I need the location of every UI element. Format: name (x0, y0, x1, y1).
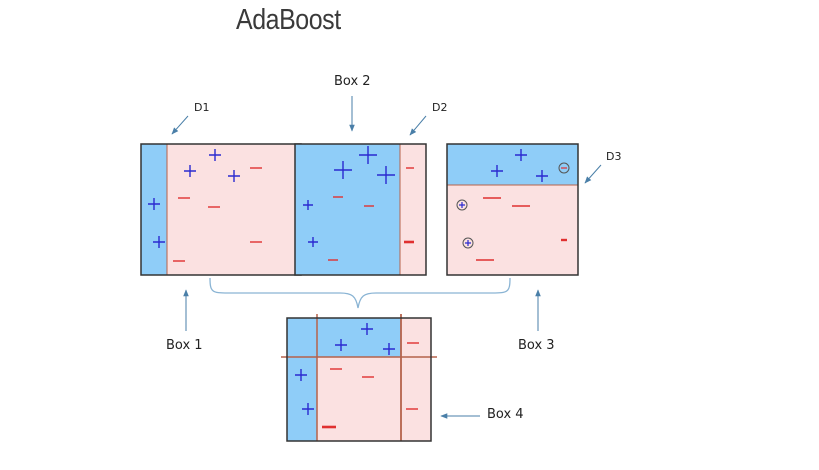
circled-plus-icon (456, 199, 468, 211)
circled-plus-icon (462, 237, 474, 249)
page-title: AdaBoost (236, 4, 341, 36)
box4-panel (281, 314, 437, 442)
box3-label: Box 3 (518, 338, 555, 353)
combine-brace (209, 277, 511, 309)
box2-label: Box 2 (334, 74, 371, 89)
box2-panel (294, 143, 427, 276)
box4-label: Box 4 (487, 407, 524, 422)
d2-label: D2 (432, 101, 448, 114)
d1-label: D1 (194, 101, 210, 114)
circled-minus-icon (558, 162, 570, 174)
d3-arrow (584, 164, 602, 184)
box1-panel (140, 143, 302, 276)
d1-arrow (171, 115, 189, 135)
box1-label: Box 1 (166, 338, 203, 353)
d2-arrow (409, 115, 427, 136)
d3-label: D3 (606, 150, 622, 163)
box3-panel (446, 143, 579, 276)
